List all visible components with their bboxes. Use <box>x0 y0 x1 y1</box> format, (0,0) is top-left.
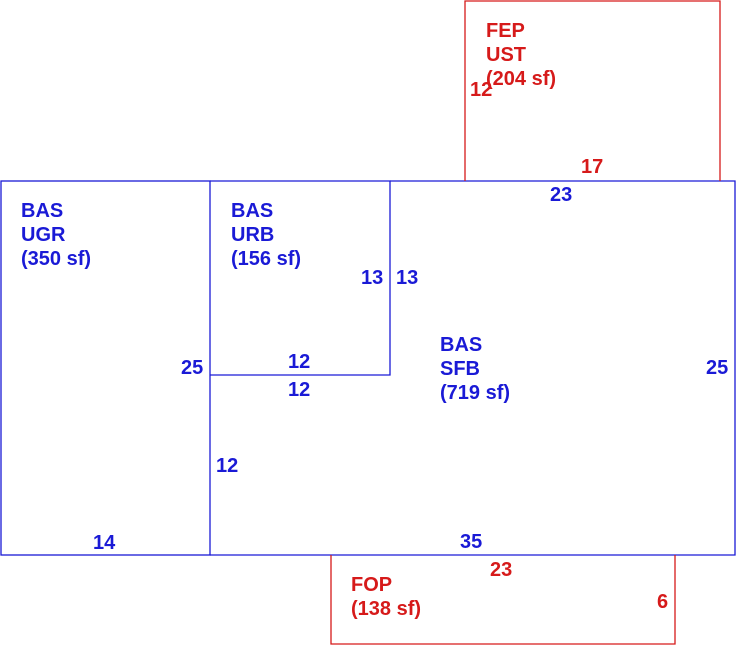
dim-sfb-left: 12 <box>216 455 238 477</box>
fop-label-code: FOP <box>351 574 392 596</box>
dim-sfb-top-notch: 12 <box>288 379 310 401</box>
dim-ugr-right: 25 <box>181 357 203 379</box>
sfb-label-code: BAS <box>440 334 482 356</box>
dim-urb-right: 13 <box>361 267 383 289</box>
fep-outline <box>464 0 721 181</box>
dim-ugr-bottom: 14 <box>93 532 116 554</box>
dim-fop-right: 6 <box>657 591 668 613</box>
urb-outline <box>210 180 391 376</box>
fep-label-area: (204 sf) <box>486 68 556 90</box>
sfb-label-area: (719 sf) <box>440 382 510 404</box>
fop-label-area: (138 sf) <box>351 598 421 620</box>
urb-label-code: BAS <box>231 200 273 222</box>
sfb-label-name: SFB <box>440 358 480 380</box>
fep-label-code: FEP <box>486 20 525 42</box>
dim-fep-left: 12 <box>470 79 492 101</box>
dim-sfb-left-top: 13 <box>396 267 418 289</box>
urb-label-name: URB <box>231 224 274 246</box>
dim-sfb-bottom: 35 <box>460 531 482 553</box>
ugr-label-name: UGR <box>21 224 66 246</box>
ugr-outline <box>0 180 211 556</box>
dim-urb-bottom: 12 <box>288 351 310 373</box>
fop-outline <box>330 555 676 645</box>
urb-label-area: (156 sf) <box>231 248 301 270</box>
dim-sfb-right: 25 <box>706 357 728 379</box>
fep-label-name: UST <box>486 44 526 66</box>
dim-fep-bottom: 17 <box>581 156 603 178</box>
sfb-outline <box>210 180 736 556</box>
dim-fop-top: 23 <box>490 559 512 581</box>
ugr-label-area: (350 sf) <box>21 248 91 270</box>
ugr-label-code: BAS <box>21 200 63 222</box>
dim-sfb-top: 23 <box>550 184 572 206</box>
